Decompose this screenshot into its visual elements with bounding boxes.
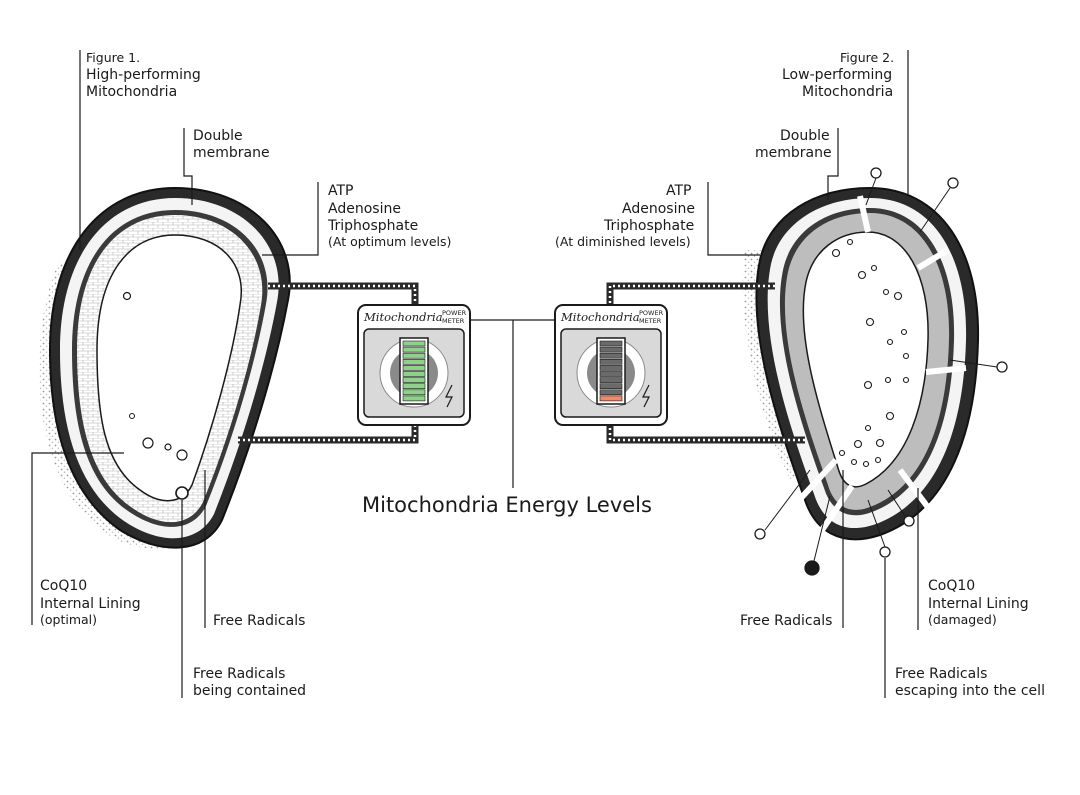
- fig1-coq10-3: (optimal): [40, 612, 97, 627]
- fig2-label: Figure 2.: [840, 50, 894, 65]
- fig1-coq10-2: Internal Lining: [40, 596, 141, 612]
- membrane-breach: [787, 195, 967, 532]
- free-radical-particle: [142, 437, 154, 449]
- power-meter-left: Mitochondria POWER METER: [357, 304, 471, 426]
- molecule-dot: [122, 291, 132, 301]
- battery-segment: [402, 371, 426, 377]
- battery-segment: [599, 389, 623, 396]
- battery-segment: [599, 383, 623, 389]
- molecule-dot: [129, 413, 135, 419]
- battery-bars-left: [402, 340, 426, 402]
- fig1-atp-4: (At optimum levels): [328, 234, 451, 249]
- matrix-right: [802, 231, 929, 488]
- fig2-coq10-1: CoQ10: [928, 578, 975, 594]
- battery-segment: [402, 377, 426, 383]
- free-radical-particle: [164, 443, 172, 451]
- battery-segment: [402, 346, 426, 353]
- free-radical-contained: [175, 486, 189, 500]
- battery-segment: [402, 389, 426, 396]
- escape-trails: [764, 177, 998, 562]
- title-leader: [470, 319, 555, 488]
- fig1-name-1: High-performing: [86, 67, 201, 83]
- conduits: [238, 282, 805, 444]
- battery-segment: [402, 358, 426, 365]
- fig2-name-2: Mitochondria: [802, 84, 893, 100]
- free-radicals-inside: [831, 238, 910, 468]
- fig1-name-2: Mitochondria: [86, 84, 177, 100]
- meter-sub-2: METER: [442, 317, 465, 325]
- meter-sub-1: POWER: [639, 309, 664, 317]
- fig2-coq10-3: (damaged): [928, 612, 997, 627]
- fig2-membrane-2: membrane: [755, 145, 832, 161]
- fig1-membrane-2: membrane: [193, 145, 270, 161]
- fig1-atp-2: Adenosine: [328, 201, 401, 217]
- mitochondrion-low-performing: [742, 167, 1008, 576]
- battery-bars-right: [599, 340, 623, 402]
- meter-brand: Mitochondria: [363, 310, 443, 324]
- fig2-membrane-1: Double: [780, 128, 830, 144]
- fig2-atp-3: Triphosphate: [603, 218, 694, 234]
- battery-segment: [599, 352, 623, 359]
- fig1-atp-3: Triphosphate: [327, 218, 418, 234]
- battery-segment: [599, 358, 623, 365]
- free-radical-particle: [176, 449, 188, 461]
- battery-segment: [599, 395, 623, 402]
- fig2-escaping-1: Free Radicals: [895, 666, 987, 682]
- fig2-free-radicals: Free Radicals: [740, 613, 832, 629]
- diagram-title: Mitochondria Energy Levels: [362, 493, 652, 517]
- battery-segment: [402, 365, 426, 371]
- fig2-escaping-2: escaping into the cell: [895, 683, 1045, 699]
- free-radicals-escaping: [754, 167, 1008, 576]
- lightning-icon: [445, 384, 453, 408]
- fig1-free-radicals: Free Radicals: [213, 613, 305, 629]
- fig2-coq10-2: Internal Lining: [928, 596, 1029, 612]
- fig2-atp-1: ATP: [666, 183, 691, 199]
- meter-brand: Mitochondria: [560, 310, 640, 324]
- power-meter-right: Mitochondria POWER METER: [554, 304, 668, 426]
- lightning-icon: [642, 384, 650, 408]
- battery-segment: [599, 346, 623, 353]
- battery-segment: [402, 395, 426, 402]
- battery-segment: [599, 377, 623, 383]
- battery-segment: [599, 340, 623, 347]
- battery-segment: [599, 371, 623, 377]
- battery-segment: [402, 383, 426, 389]
- labels-right: Figure 2. Low-performing Mitochondria Do…: [555, 50, 1045, 699]
- meter-sub-2: METER: [639, 317, 662, 325]
- battery-segment: [402, 340, 426, 347]
- fig2-atp-2: Adenosine: [622, 201, 695, 217]
- matrix-left: [96, 234, 242, 502]
- fig2-name-1: Low-performing: [782, 67, 892, 83]
- fig1-coq10-1: CoQ10: [40, 578, 87, 594]
- battery-segment: [599, 365, 623, 371]
- battery-segment: [402, 352, 426, 359]
- fig1-label: Figure 1.: [86, 50, 140, 65]
- fig1-contained-1: Free Radicals: [193, 666, 285, 682]
- fig1-atp-1: ATP: [328, 183, 353, 199]
- fig1-membrane-1: Double: [193, 128, 243, 144]
- fig2-atp-4: (At diminished levels): [555, 234, 691, 249]
- labels-left: Figure 1. High-performing Mitochondria D…: [31, 50, 451, 699]
- mitochondrion-high-performing: [39, 186, 291, 549]
- meter-sub-1: POWER: [442, 309, 467, 317]
- fig1-contained-2: being contained: [193, 683, 306, 699]
